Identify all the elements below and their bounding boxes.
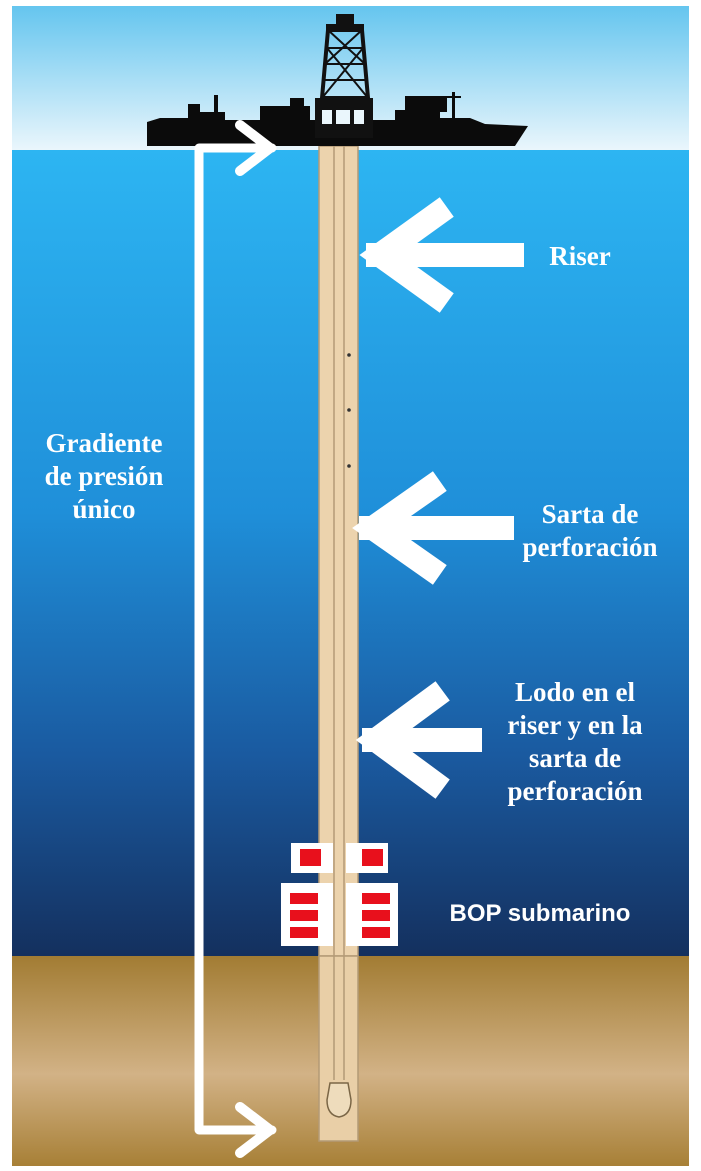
pointer-arrow-mud [355, 681, 482, 799]
bop-ram [362, 927, 390, 938]
gradient-label: Gradiente de presión único [14, 427, 194, 526]
derrick-bracing [321, 29, 369, 99]
bop-ram [362, 910, 390, 921]
moonpool-window [322, 110, 332, 124]
pointer-arrow-riser [359, 197, 524, 313]
ship-bridge [405, 96, 447, 112]
derrick-top [336, 14, 354, 26]
gradient-label-line: Gradiente [45, 428, 163, 458]
bop-ram [300, 849, 321, 866]
ship-stack [290, 98, 304, 108]
ship-mast [452, 92, 455, 118]
bop-label: BOP submarino [449, 900, 631, 927]
tool-joint [347, 353, 351, 357]
ship-crane [214, 95, 218, 115]
frame-top [0, 0, 701, 6]
mud-label-line: riser y en la [507, 710, 643, 740]
frame-left [0, 0, 12, 1171]
bop-stack-icon [281, 843, 398, 946]
moonpool-window [336, 110, 350, 124]
bop-ram [290, 927, 318, 938]
mud-label-line: perforación [507, 776, 643, 806]
moonpool-window [354, 110, 364, 124]
tool-joint [347, 464, 351, 468]
mud-label-line: sarta de [528, 743, 622, 773]
bop-ram [362, 849, 383, 866]
pressure-gradient-arrow [194, 120, 277, 1158]
drill-string-label-line: Sarta de [541, 499, 639, 529]
drill-string-label: Sarta de perforación [500, 498, 680, 564]
bop-ram [290, 893, 318, 904]
drill-bit-icon [326, 1082, 352, 1118]
ship-mast-arm [447, 96, 461, 98]
arrowhead-bottom [235, 1102, 275, 1158]
ship-superstructure [260, 106, 310, 122]
tool-joint [347, 408, 351, 412]
frame-right [689, 0, 701, 1171]
riser-label: Riser [549, 241, 611, 271]
riser-column [318, 145, 359, 1142]
frame-bottom [0, 1166, 701, 1171]
derrick-icon [315, 14, 373, 138]
bop-ram [362, 893, 390, 904]
arrowhead-top [235, 120, 275, 176]
pointer-arrow-drill-string [352, 471, 514, 585]
derrick-crown [326, 24, 364, 32]
mud-label: Lodo en el riser y en la sarta de perfor… [480, 676, 670, 808]
riser-pipe [318, 145, 359, 957]
mud-label-line: Lodo en el [514, 677, 635, 707]
bop-ram [290, 910, 318, 921]
drill-string-label-line: perforación [522, 532, 658, 562]
gradient-label-line: de presión [44, 461, 164, 491]
bracket-line [194, 143, 277, 1135]
gradient-label-line: único [72, 494, 136, 524]
